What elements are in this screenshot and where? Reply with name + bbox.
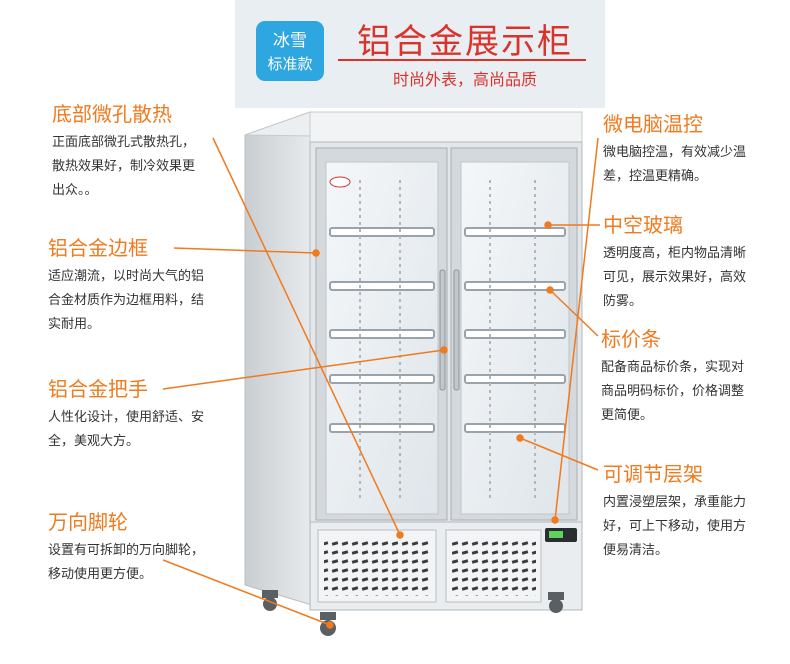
feature-desc: 正面底部微孔式散热孔， 散热效果好，制冷效果更 出众。。: [52, 131, 232, 203]
page-subtitle: 时尚外表，高尚品质: [392, 70, 537, 89]
feature-title: 铝合金边框: [48, 236, 148, 260]
desc-line: 差，控温更精确。: [603, 169, 708, 184]
desc-line: 人性化设计，使用舒适、安: [48, 410, 205, 425]
feature-controller: 微电脑温控 微电脑控温，有效减少温 差，控温更精确。: [603, 108, 788, 189]
feature-desc: 配备商品标价条，实现对 商品明码标价，价格调整 更简便。: [601, 356, 786, 428]
feature-glass: 中空玻璃 透明度高，柜内物品清晰 可见，展示效果好，高效 防雾。: [603, 209, 788, 314]
feature-alloy-frame: 铝合金边框 适应潮流，以时尚大气的铝 合金材质作为边框用料，结 实耐用。: [48, 232, 238, 337]
desc-line: 实耐用。: [48, 317, 101, 332]
desc-line: 防雾。: [603, 294, 643, 309]
top-canopy: [309, 111, 583, 143]
feature-title: 底部微孔散热: [52, 102, 172, 126]
desc-line: 微电脑控温，有效减少温: [603, 145, 747, 160]
feature-title: 铝合金把手: [48, 377, 148, 401]
product-badge: 冰雪 标准款: [256, 21, 324, 81]
feature-alloy-handle: 铝合金把手 人性化设计，使用舒适、安 全，美观大方。: [48, 373, 238, 454]
feature-title: 标价条: [601, 327, 661, 351]
page-title: 铝合金展示柜: [357, 22, 573, 62]
desc-line: 可见，展示效果好，高效: [603, 270, 747, 285]
feature-bottom-vent: 底部微孔散热 正面底部微孔式散热孔， 散热效果好，制冷效果更 出众。。: [52, 98, 232, 203]
desc-line: 散热效果好，制冷效果更: [52, 159, 196, 174]
vent-grille-left: [324, 538, 430, 596]
desc-line: 便易清洁。: [603, 543, 669, 558]
left-handle: [439, 269, 446, 391]
feature-title: 万向脚轮: [48, 510, 128, 534]
desc-line: 全，美观大方。: [48, 434, 140, 449]
feature-desc: 透明度高，柜内物品清晰 可见，展示效果好，高效 防雾。: [603, 242, 788, 314]
badge-line2: 标准款: [267, 55, 313, 73]
desc-line: 好，可上下移动，使用方: [603, 519, 747, 534]
desc-line: 正面底部微孔式散热孔，: [52, 135, 196, 150]
desc-line: 出众。。: [52, 183, 98, 198]
desc-line: 适应潮流，以时尚大气的铝: [48, 269, 205, 284]
feature-desc: 人性化设计，使用舒适、安 全，美观大方。: [48, 406, 238, 454]
desc-line: 设置有可拆卸的万向脚轮，: [48, 543, 205, 558]
desc-line: 配备商品标价条，实现对: [601, 360, 745, 375]
feature-desc: 适应潮流，以时尚大气的铝 合金材质作为边框用料，结 实耐用。: [48, 265, 238, 337]
feature-price-strip: 标价条 配备商品标价条，实现对 商品明码标价，价格调整 更简便。: [601, 323, 786, 428]
callout-lines: [162, 137, 600, 629]
desc-line: 内置浸塑层架，承重能力: [603, 495, 747, 510]
feature-title: 微电脑温控: [603, 112, 703, 136]
feature-casters: 万向脚轮 设置有可拆卸的万向脚轮， 移动使用更方便。: [48, 506, 238, 587]
feature-desc: 内置浸塑层架，承重能力 好，可上下移动，使用方 便易清洁。: [603, 491, 788, 563]
shelves-left: [329, 227, 435, 433]
feature-desc: 设置有可拆卸的万向脚轮， 移动使用更方便。: [48, 539, 238, 587]
feature-desc: 微电脑控温，有效减少温 差，控温更精确。: [603, 141, 788, 189]
right-handle: [453, 269, 460, 391]
desc-line: 商品明码标价，价格调整: [601, 384, 745, 399]
brand-logo: [329, 176, 351, 188]
vent-grille-right: [452, 538, 536, 596]
desc-line: 合金材质作为边框用料，结: [48, 293, 205, 308]
badge-line1: 冰雪: [273, 31, 307, 51]
feature-title: 中空玻璃: [603, 213, 683, 237]
feature-shelves: 可调节层架 内置浸塑层架，承重能力 好，可上下移动，使用方 便易清洁。: [603, 458, 788, 563]
desc-line: 透明度高，柜内物品清晰: [603, 246, 747, 261]
desc-line: 移动使用更方便。: [48, 567, 153, 582]
desc-line: 更简便。: [601, 408, 654, 423]
title-divider: [338, 59, 586, 61]
feature-title: 可调节层架: [603, 462, 703, 486]
